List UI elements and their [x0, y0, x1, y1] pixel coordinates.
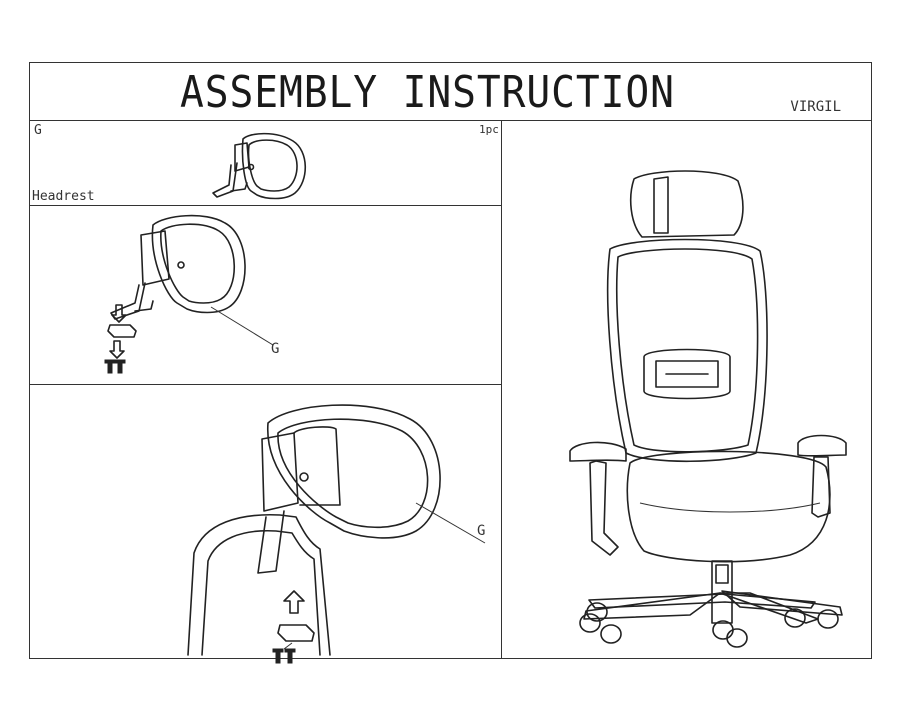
part-name: Headrest	[32, 189, 95, 204]
step1-headrest-drawing	[110, 214, 274, 346]
panel-divider-vertical	[501, 121, 502, 659]
chair-casters	[586, 593, 816, 648]
panel-divider-1	[30, 205, 501, 206]
office-chair-icon	[569, 170, 847, 633]
screw-icon	[114, 359, 126, 374]
step1-callout-label: G	[271, 341, 280, 357]
panel-divider-2	[30, 384, 501, 385]
arrow-down-icon	[109, 340, 125, 359]
headrest-icon	[212, 132, 306, 200]
instruction-sheet: ASSEMBLY INSTRUCTION VIRGIL G 1pc Headre…	[29, 62, 872, 664]
screw-icon	[104, 359, 116, 374]
part-quantity: 1pc	[479, 123, 499, 136]
step2-callout-label: G	[477, 523, 486, 539]
model-name: VIRGIL	[790, 99, 841, 115]
bracket-icon	[277, 624, 315, 642]
screw-icon	[272, 648, 284, 664]
arrow-up-icon	[283, 590, 305, 614]
arrow-down-icon	[111, 304, 127, 323]
step1-fasteners	[104, 304, 137, 374]
page-title: ASSEMBLY INSTRUCTION	[180, 67, 675, 118]
step2-headrest-drawing	[187, 404, 486, 664]
screw-icon	[284, 648, 296, 664]
part-letter: G	[34, 123, 42, 138]
bracket-icon	[107, 324, 137, 338]
title-row: ASSEMBLY INSTRUCTION VIRGIL	[30, 63, 871, 121]
